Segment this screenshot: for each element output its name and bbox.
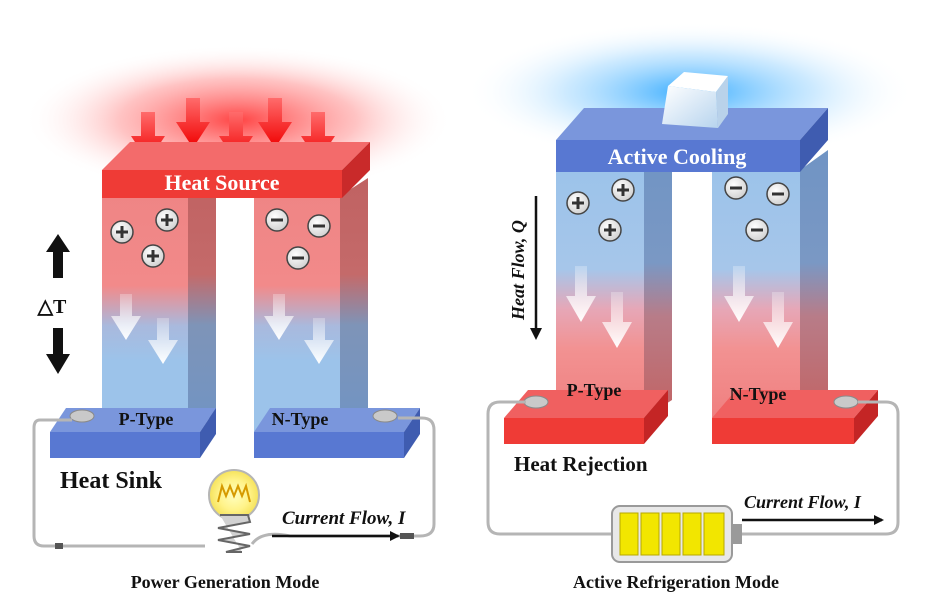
heat-input-arrows bbox=[131, 98, 335, 162]
heat-arrow-icon bbox=[301, 112, 335, 162]
plus-charge-icon bbox=[155, 208, 179, 232]
light-bulb-icon bbox=[208, 469, 260, 553]
down-arrow-icon bbox=[46, 328, 70, 374]
carrier-flow-arrows bbox=[566, 266, 793, 348]
heat-sink-plate-right bbox=[254, 408, 420, 458]
n-type-label: N-Type bbox=[272, 409, 329, 429]
current-flow-label: Current Flow, I bbox=[744, 492, 862, 512]
down-arrow-icon bbox=[566, 266, 596, 322]
current-flow-label: Current Flow, I bbox=[282, 508, 406, 529]
minus-charge-icon bbox=[265, 208, 289, 232]
down-arrow-icon bbox=[304, 318, 334, 364]
heat-source-bar bbox=[102, 142, 370, 198]
minus-charge-icon bbox=[745, 218, 769, 242]
carrier-flow-arrows bbox=[111, 294, 334, 364]
down-arrow-icon bbox=[530, 328, 542, 340]
heat-arrow-icon bbox=[219, 112, 253, 162]
current-flow: Current Flow, I bbox=[272, 508, 406, 541]
plus-charge-icon bbox=[598, 218, 622, 242]
ice-cube-icon bbox=[662, 72, 728, 128]
heat-rejection-plate-right bbox=[712, 390, 878, 444]
down-arrow-icon bbox=[602, 292, 632, 348]
minus-charge-icon bbox=[724, 176, 748, 200]
down-arrow-icon bbox=[148, 318, 178, 364]
battery-icon bbox=[611, 505, 742, 563]
heat-arrow-icon bbox=[131, 112, 165, 162]
heat-flow-indicator: Heat Flow, Q bbox=[508, 196, 542, 340]
down-arrow-icon bbox=[264, 294, 294, 340]
active-cooling-label: Active Cooling bbox=[608, 144, 747, 169]
up-arrow-icon bbox=[46, 234, 70, 278]
positive-charges bbox=[566, 178, 635, 242]
active-refrigeration-diagram: Heat Flow, Q Current Flow, I Active Cool… bbox=[465, 22, 915, 592]
minus-charge-icon bbox=[766, 182, 790, 206]
heat-sink-label: Heat Sink bbox=[60, 468, 163, 494]
down-arrow-icon bbox=[111, 294, 141, 340]
plus-charge-icon bbox=[611, 178, 635, 202]
negative-charges bbox=[724, 176, 790, 242]
n-type-pillar bbox=[712, 150, 828, 418]
heat-arrow-icon bbox=[258, 98, 292, 148]
heat-arrow-icon bbox=[176, 98, 210, 148]
negative-charges bbox=[265, 208, 331, 270]
circuit-wire bbox=[32, 416, 436, 548]
plus-charge-icon bbox=[566, 191, 590, 215]
current-flow: Current Flow, I bbox=[742, 492, 884, 525]
down-arrow-icon bbox=[724, 266, 754, 322]
circuit-wire bbox=[486, 400, 900, 536]
n-type-label: N-Type bbox=[730, 384, 787, 404]
delta-t-label: △T bbox=[37, 296, 67, 318]
heat-flow-label: Heat Flow, Q bbox=[508, 220, 528, 321]
active-refrigeration-caption: Active Refrigeration Mode bbox=[573, 572, 779, 592]
p-type-label: P-Type bbox=[119, 409, 174, 429]
power-generation-diagram: △T Current Flow, I Heat Source P-Type N-… bbox=[23, 45, 453, 592]
p-type-label: P-Type bbox=[567, 380, 622, 400]
positive-charges bbox=[110, 208, 179, 268]
minus-charge-icon bbox=[307, 214, 331, 238]
heat-rejection-plate-left bbox=[504, 390, 668, 444]
plus-charge-icon bbox=[141, 244, 165, 268]
minus-charge-icon bbox=[286, 246, 310, 270]
down-arrow-icon bbox=[763, 292, 793, 348]
delta-t-indicator: △T bbox=[37, 234, 70, 374]
plus-charge-icon bbox=[110, 220, 134, 244]
power-generation-caption: Power Generation Mode bbox=[131, 572, 320, 592]
heat-source-label: Heat Source bbox=[164, 170, 279, 195]
heat-sink-plate-left bbox=[50, 408, 216, 458]
heat-rejection-label: Heat Rejection bbox=[514, 452, 648, 476]
